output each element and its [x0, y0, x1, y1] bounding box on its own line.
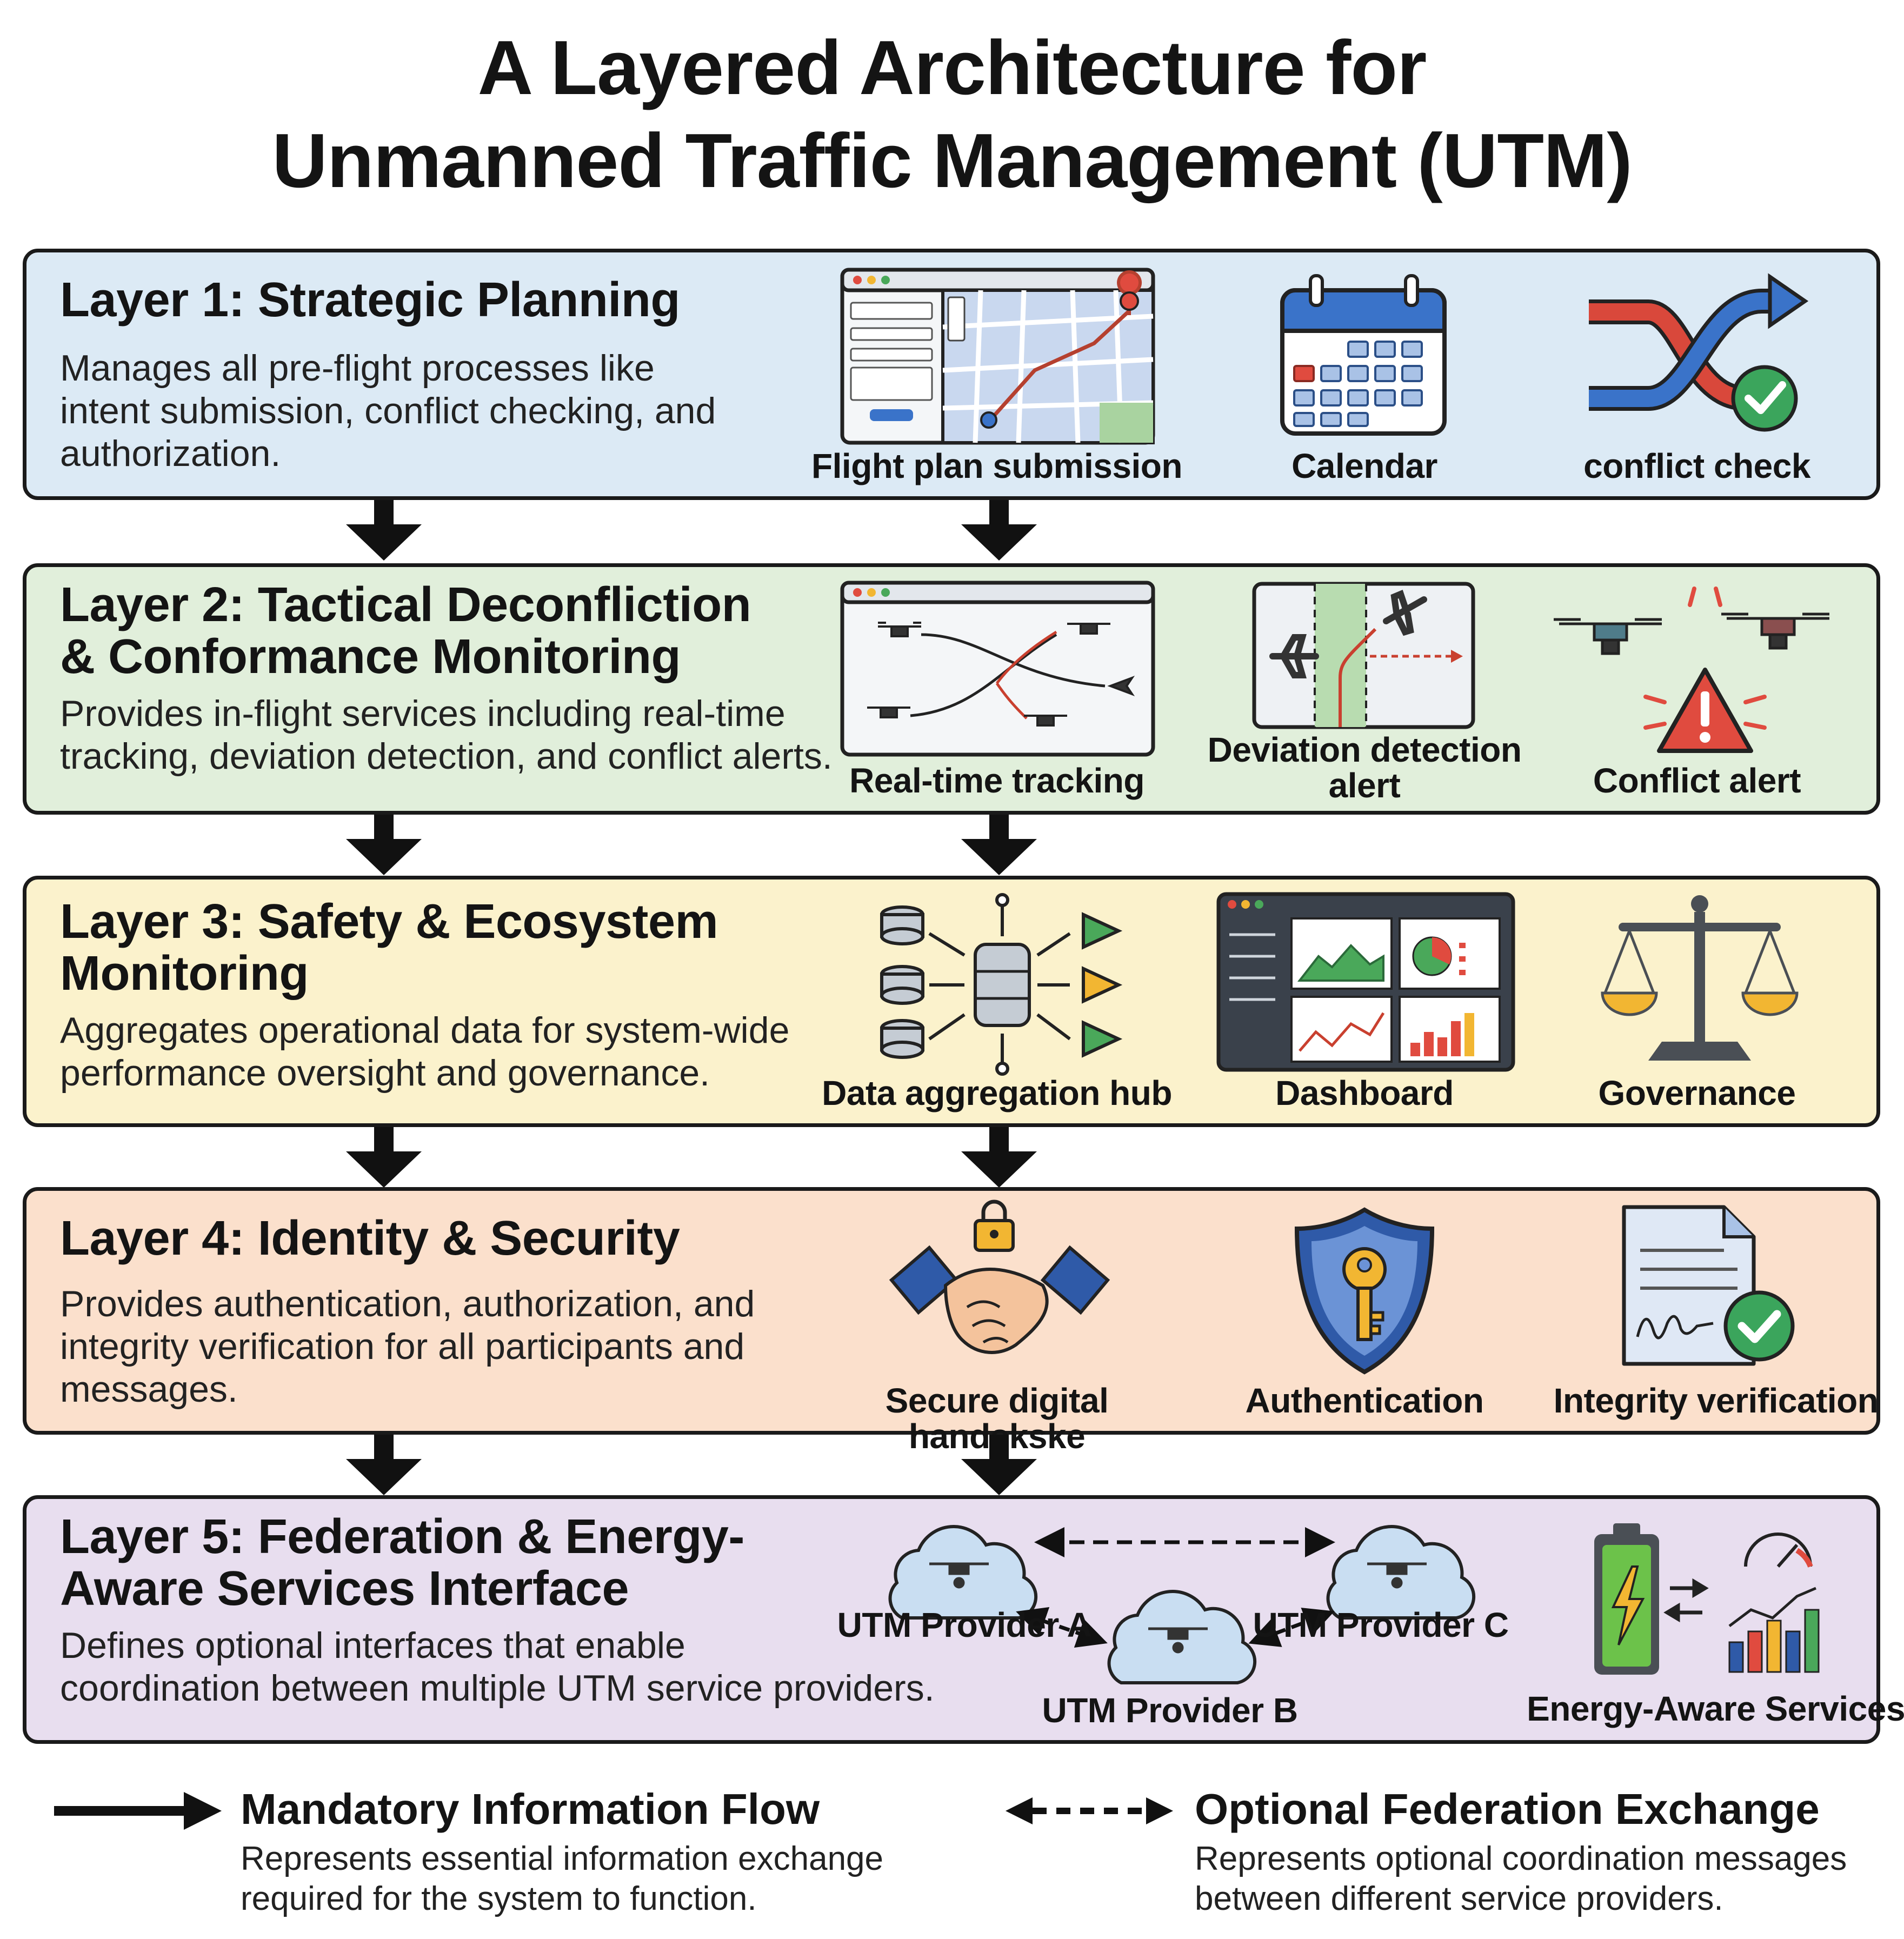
scales-icon [1601, 895, 1799, 1061]
shield-key-icon [1294, 1207, 1435, 1375]
mandatory-flow-arrow [961, 1435, 1037, 1495]
layer-3-panel: Layer 3: Safety & Ecosystem Monitoring A… [23, 876, 1880, 1127]
layer-1-caption-2: Calendar [1291, 447, 1437, 485]
mandatory-flow-arrow [346, 500, 422, 561]
layer-2-description: Provides in-flight services including re… [60, 693, 833, 777]
optional-federation-legend-arrow [1006, 1797, 1173, 1824]
layer-2-title: Layer 2: Tactical Deconfliction & Confor… [60, 578, 751, 684]
layer-5-caption-provider-a: UTM Provider A [837, 1605, 1092, 1644]
flight-plan-map-icon [840, 268, 1155, 445]
layer-1-title: Layer 1: Strategic Planning [60, 273, 680, 327]
calendar-icon [1280, 274, 1447, 436]
legend-optional-title: Optional Federation Exchange [1195, 1785, 1820, 1833]
federation-network-icon [888, 1525, 1476, 1684]
battery-energy-icon [1594, 1523, 1820, 1675]
layer-5-caption-provider-c: UTM Provider C [1253, 1605, 1509, 1644]
handshake-lock-icon [889, 1200, 1110, 1354]
cloud-drone-icon [888, 1525, 1476, 1684]
layer-3-caption-3: Governance [1598, 1074, 1796, 1112]
mandatory-flow-legend-arrow [54, 1792, 222, 1830]
layer-4-caption-3: Integrity verification [1553, 1381, 1879, 1420]
mandatory-flow-arrow [961, 500, 1037, 561]
layer-1-caption-3: conflict check [1583, 447, 1810, 485]
legend-mandatory-title: Mandatory Information Flow [241, 1785, 820, 1833]
layer-5-caption-energy: Energy-Aware Services [1527, 1689, 1904, 1728]
layer-2-panel: Layer 2: Tactical Deconfliction & Confor… [23, 563, 1880, 815]
layer-5-description: Defines optional interfaces that enable … [60, 1625, 935, 1709]
legend-mandatory-description: Represents essential information exchang… [241, 1840, 884, 1917]
layer-3-description: Aggregates operational data for system-w… [60, 1010, 790, 1094]
layer-5-panel: Layer 5: Federation & Energy- Aware Serv… [23, 1495, 1904, 1744]
mandatory-flow-arrow [346, 1127, 422, 1188]
mandatory-flow-arrow [961, 1127, 1037, 1188]
layer-3-caption-1: Data aggregation hub [822, 1074, 1172, 1112]
layer-1-description: Manages all pre-flight processes like in… [60, 348, 716, 474]
layer-2-caption-3: Conflict alert [1593, 761, 1801, 800]
layer-3-caption-2: Dashboard [1275, 1074, 1454, 1112]
mandatory-flow-arrow [346, 1435, 422, 1495]
layer-4-title: Layer 4: Identity & Security [60, 1211, 680, 1265]
legend-optional-description: Represents optional coordination message… [1195, 1840, 1847, 1917]
layer-3-title: Layer 3: Safety & Ecosystem Monitoring [60, 895, 718, 1001]
layer-2-caption-2: Deviation detection alert [1207, 730, 1522, 805]
layer-2-caption-1: Real-time tracking [849, 761, 1144, 800]
page-title-line1: A Layered Architecture for [477, 25, 1427, 111]
layer-4-panel: Layer 4: Identity & Security Provides au… [23, 1187, 1880, 1454]
deviation-detection-icon [1252, 582, 1475, 729]
mandatory-flow-arrow [961, 815, 1037, 875]
page-title-line2: Unmanned Traffic Management (UTM) [272, 118, 1632, 204]
layer-5-caption-provider-b: UTM Provider B [1042, 1691, 1298, 1730]
dashboard-icon [1216, 892, 1515, 1072]
drone-tracking-icon [840, 581, 1155, 757]
conflict-check-icon [1589, 273, 1809, 432]
layer-1-caption-1: Flight plan submission [811, 447, 1182, 485]
conflict-alert-icon [1554, 587, 1829, 753]
layer-1-panel: Layer 1: Strategic Planning Manages all … [23, 249, 1880, 500]
mandatory-flow-arrow [346, 815, 422, 875]
layer-5-title: Layer 5: Federation & Energy- Aware Serv… [60, 1510, 744, 1616]
layer-4-description: Provides authentication, authorization, … [60, 1283, 755, 1410]
signed-document-icon [1622, 1205, 1795, 1366]
data-hub-icon [880, 893, 1123, 1076]
layer-4-caption-2: Authentication [1245, 1381, 1484, 1420]
